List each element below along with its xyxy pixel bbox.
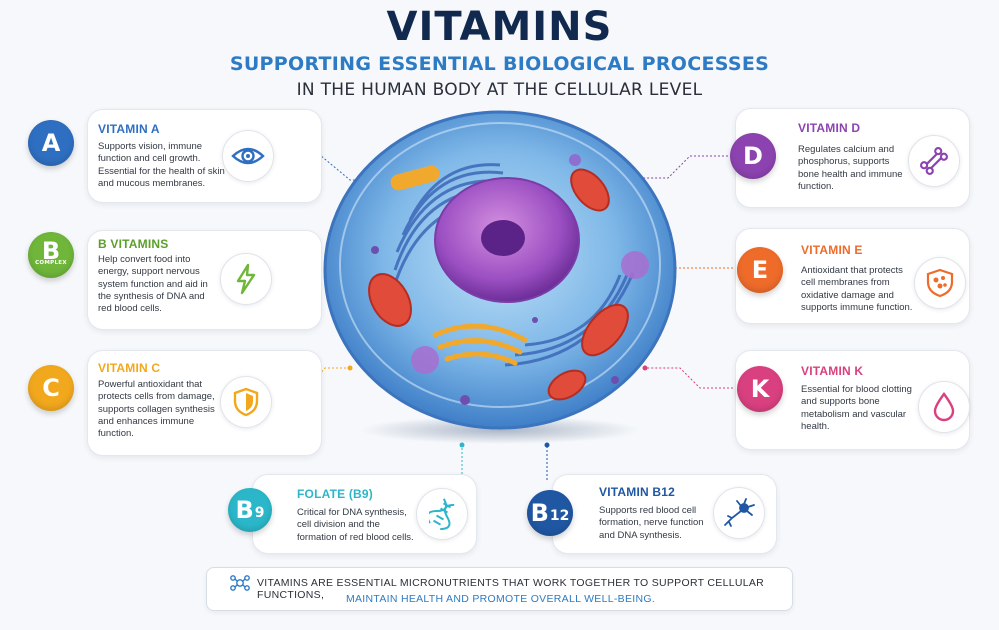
lightning-icon — [220, 253, 272, 305]
vitamin-b9-card: FOLATE (B9) Critical for DNA synthesis, … — [252, 474, 477, 554]
vitamin-c-badge: C — [28, 365, 74, 411]
vitamin-b-description: Help convert food into energy, support n… — [98, 254, 208, 315]
cell-shield-icon — [914, 257, 966, 309]
vitamin-b-name: B VITAMINS — [98, 237, 169, 251]
vitamin-b-card: B VITAMINS Help convert food into energy… — [87, 230, 322, 330]
vitamin-d-badge: D — [730, 133, 776, 179]
neuron-icon — [713, 487, 765, 539]
footer-banner: VITAMINS ARE ESSENTIAL MICRONUTRIENTS TH… — [206, 567, 793, 611]
vitamin-d-description: Regulates calcium and phosphorus, suppor… — [798, 144, 903, 192]
vitamin-d-name: VITAMIN D — [798, 121, 861, 135]
page-subtitle-secondary: IN THE HUMAN BODY AT THE CELLULAR LEVEL — [296, 80, 703, 100]
vitamin-b-badge: B COMPLEX — [28, 232, 74, 278]
vitamin-b12-description: Supports red blood cell formation, nerve… — [599, 505, 704, 541]
blood-drop-icon — [918, 381, 970, 433]
footer-line-2: MAINTAIN HEALTH AND PROMOTE OVERALL WELL… — [345, 593, 656, 605]
shield-icon — [220, 376, 272, 428]
vitamin-b9-description: Critical for DNA synthesis, cell divisio… — [297, 507, 414, 543]
bone-icon — [908, 135, 960, 187]
vitamin-a-description: Supports vision, immune function and cel… — [98, 141, 225, 189]
vitamin-k-description: Essential for blood clotting and support… — [801, 384, 912, 432]
vitamin-e-name: VITAMIN E — [801, 243, 863, 257]
vitamin-c-card: VITAMIN C Powerful antioxidant that prot… — [87, 350, 322, 456]
molecule-icon — [229, 574, 251, 597]
vitamin-b9-name: FOLATE (B9) — [297, 487, 373, 501]
vitamin-c-description: Powerful antioxidant that protects cells… — [98, 379, 215, 440]
vitamin-k-badge: K — [737, 366, 783, 412]
dna-icon — [416, 488, 468, 540]
vitamin-a-name: VITAMIN A — [98, 122, 160, 136]
vitamin-e-badge: E — [737, 247, 783, 293]
page-subtitle: SUPPORTING ESSENTIAL BIOLOGICAL PROCESSE… — [229, 53, 770, 75]
vitamin-b12-card: VITAMIN B12 Supports red blood cell form… — [552, 474, 777, 554]
page-title: VITAMINS — [386, 4, 613, 50]
vitamin-c-name: VITAMIN C — [98, 361, 161, 375]
vitamin-k-name: VITAMIN K — [801, 364, 864, 378]
vitamin-e-description: Antioxidant that protects cell membranes… — [801, 265, 913, 313]
vitamin-a-card: VITAMIN A Supports vision, immune functi… — [87, 109, 322, 203]
vitamin-a-badge: A — [28, 120, 74, 166]
vitamin-k-card: VITAMIN K Essential for blood clotting a… — [735, 350, 970, 450]
eye-icon — [222, 130, 274, 182]
vitamin-b12-name: VITAMIN B12 — [599, 485, 675, 499]
cell-illustration — [323, 110, 677, 444]
footer-line-1: VITAMINS ARE ESSENTIAL MICRONUTRIENTS TH… — [257, 577, 765, 601]
